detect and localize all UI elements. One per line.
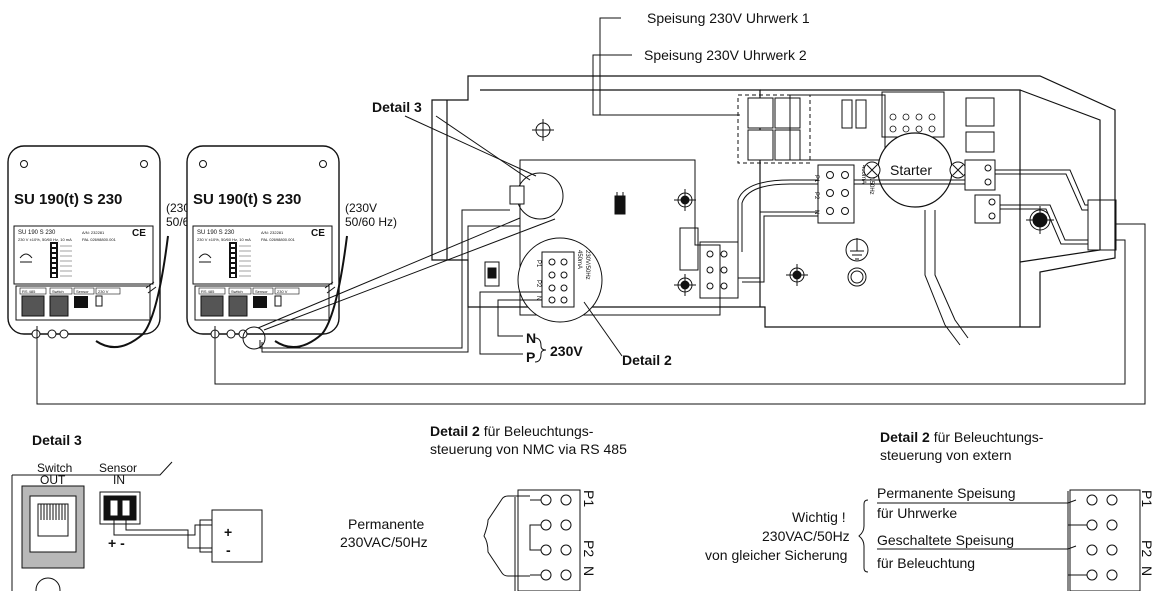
clockwork-terminals: [737, 91, 945, 164]
detail3-callout: [242, 115, 564, 350]
plate-model: SU 190 S 230: [18, 230, 56, 236]
ext-n: N: [1139, 566, 1155, 576]
ce-mark: CE: [311, 228, 325, 239]
detail2-label-p2: P2: [535, 280, 541, 288]
p-label: P: [526, 349, 535, 365]
polarity-label: + -: [108, 535, 125, 551]
ground-icon: [845, 238, 869, 287]
plate-spec: 230 V ±10%, 50/60 Hz, 10 mA: [18, 237, 72, 242]
detail2-voltage: 230V/50Hz: [584, 250, 590, 280]
port-label: 230 V: [98, 289, 109, 294]
plate-model: SU 190 S 230: [197, 230, 235, 236]
v230-label: 230V: [550, 343, 583, 359]
supply-labels: [592, 17, 740, 116]
np-wires: [479, 291, 547, 363]
port-label: Sensor: [76, 289, 89, 294]
detail3-callout-label: Detail 3: [372, 99, 422, 115]
detail3-title: Detail 3: [32, 432, 82, 448]
plate-pal: PAL 02698800.001: [261, 237, 296, 242]
nmc-n: N: [581, 566, 597, 576]
supply-label-2: Speisung 230V Uhrwerk 2: [644, 47, 807, 63]
ext-p1: P1: [1139, 490, 1155, 507]
detail2-nmc-terminal: [483, 489, 581, 591]
board-terminal: [706, 250, 728, 290]
mounting-marks: [532, 119, 1054, 296]
detail2-nmc-title: Detail 2 für Beleuchtungs-: [430, 423, 594, 439]
sensor-in-label-2: IN: [113, 473, 125, 487]
plate-spec: 230 V ±10%, 50/60 Hz, 10 mA: [197, 237, 251, 242]
detail2-callout-label: Detail 2: [622, 352, 672, 368]
detail2-callout: [517, 237, 623, 357]
device-title: SU 190(t) S 230: [193, 191, 301, 208]
relay-pin-grid: [889, 113, 936, 133]
detail2-ext-bold: Detail 2: [880, 429, 930, 445]
port-label: Switch: [231, 289, 243, 294]
terminal-strip: [817, 164, 855, 224]
supply-label-1: Speisung 230V Uhrwerk 1: [647, 10, 810, 26]
ext-line2-1: Geschaltete Speisung: [877, 532, 1014, 548]
port-label: RS 485: [22, 289, 36, 294]
detail2-ext-rest: für Beleuchtungs-: [930, 429, 1044, 445]
ext-line1-1: Permanente Speisung: [877, 485, 1016, 501]
minus-label: -: [226, 542, 231, 558]
right-terminals: [964, 97, 1117, 251]
nmc-label-2: 230VAC/50Hz: [340, 534, 428, 550]
n-label: N: [526, 330, 536, 346]
sensor-in-label-1: Sensor: [99, 461, 137, 475]
detail2-nmc-rest: für Beleuchtungs-: [480, 423, 594, 439]
detail2-ext-title: Detail 2 für Beleuchtungs-: [880, 429, 1044, 445]
ce-mark: CE: [132, 228, 146, 239]
detail2-current: 450mA: [576, 250, 582, 269]
switch-out-label-1: Switch: [37, 461, 72, 475]
ext-p2: P2: [1139, 540, 1155, 557]
nmc-p1: P1: [581, 490, 597, 507]
nmc-p2: P2: [581, 540, 597, 557]
device-1: SU 190(t) S 230 SU 190 S 230 A/N: 232281 23…: [7, 145, 218, 349]
starter: [863, 132, 967, 208]
detail2-nmc-bold: Detail 2: [430, 423, 480, 439]
port-label: Sensor: [255, 289, 268, 294]
internal-wiring: [737, 169, 1088, 346]
detail2-label-p1: P1: [535, 260, 541, 268]
detail2-ext-title-2: steuerung von extern: [880, 447, 1012, 463]
plate-pal: PAL 02698800.001: [82, 237, 117, 242]
supply-freq: 50/60 Hz): [345, 215, 397, 229]
port-label: 230 V: [277, 289, 288, 294]
plus-label: +: [224, 524, 232, 540]
detail2-nmc-title-2: steuerung von NMC via RS 485: [430, 441, 627, 457]
detail2-label-n: N: [535, 296, 541, 300]
detail2-ext-terminal: [858, 489, 1141, 591]
bus-wiring: [36, 209, 1146, 405]
important-2: 230VAC/50Hz: [762, 528, 850, 544]
port-label: RS 485: [201, 289, 215, 294]
device-title: SU 190(t) S 230: [14, 191, 122, 208]
detail3-drawing: [11, 461, 263, 591]
strip-label-p1: P1: [813, 175, 819, 183]
plate-art: A/N: 232281: [261, 230, 284, 235]
starter-label: Starter: [890, 162, 932, 178]
port-label: Switch: [52, 289, 64, 294]
supply-voltage: (230V: [345, 201, 377, 215]
switch-out-label-2: OUT: [40, 473, 66, 487]
nmc-label-1: Permanente: [348, 516, 424, 532]
strip-label-p2: P2: [813, 192, 819, 200]
control-board: [484, 159, 739, 316]
ext-line1-2: für Uhrwerke: [877, 505, 957, 521]
device-2: SU 190(t) S 230 SU 190 S 230 A/N: 232281 23…: [186, 145, 397, 349]
important-1: Wichtig !: [792, 509, 846, 525]
ext-line2-2: für Beleuchtung: [877, 555, 975, 571]
important-3: von gleicher Sicherung: [705, 547, 847, 563]
plate-art: A/N: 232281: [82, 230, 105, 235]
strip-current: 450mA: [860, 165, 866, 184]
